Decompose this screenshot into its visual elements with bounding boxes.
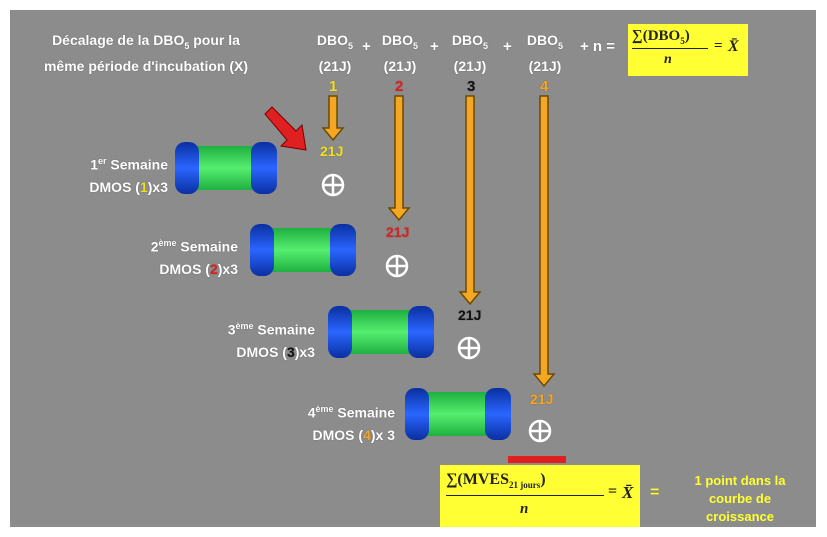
incubation-label-1: 21J xyxy=(320,143,344,159)
cylinder-icon xyxy=(250,224,356,276)
crossed-circle-icon xyxy=(385,254,409,278)
result-equals-sign: = xyxy=(650,484,660,501)
column-number-2: 2 xyxy=(395,78,404,95)
cylinder-icon xyxy=(328,306,434,358)
plus-n-equals-operator: + n = xyxy=(580,38,616,55)
column-number-3: 3 xyxy=(467,78,476,95)
down-arrow-icon xyxy=(387,95,411,222)
dbo-column-header-4: DBO5 (21J) xyxy=(526,32,564,74)
incubation-label-4: 21J xyxy=(530,391,554,407)
down-arrow-icon xyxy=(321,95,345,142)
red-bar-marker xyxy=(508,456,566,463)
down-arrow-icon xyxy=(532,95,556,388)
plus-operator-1: + xyxy=(362,38,371,55)
column-number-1: 1 xyxy=(329,78,338,95)
week-4-label: 4ème Semaine DMOS (4)x 3 xyxy=(307,404,395,443)
result-text: 1 point dans la courbe de croissance xyxy=(694,473,786,524)
mean-dbo-formula: ∑(DBO5) n = X̄ xyxy=(628,24,748,76)
red-pointer-arrow-icon xyxy=(264,106,307,151)
cylinder-icon xyxy=(175,142,277,194)
crossed-circle-icon xyxy=(457,336,481,360)
plus-operator-2: + xyxy=(430,38,439,55)
plus-operator-3: + xyxy=(503,38,512,55)
crossed-circle-icon xyxy=(321,173,345,197)
dbo-column-header-2: DBO5 (21J) xyxy=(381,32,419,74)
down-arrow-icon xyxy=(458,95,482,306)
week-3-label: 3ème Semaine DMOS (3)x3 xyxy=(227,321,315,360)
incubation-label-3: 21J xyxy=(458,307,482,323)
diagram-slide: Décalage de la DBO5 pour la même période… xyxy=(10,10,816,527)
mean-mves-formula: ∑(MVES21 jours) n = X̄ xyxy=(440,465,640,527)
week-1-label: 1er Semaine DMOS (1)x3 xyxy=(89,156,168,195)
column-number-4: 4 xyxy=(540,78,549,95)
diagram-graphics xyxy=(175,95,566,463)
incubation-label-2: 21J xyxy=(386,224,410,240)
header-left-label: Décalage de la DBO5 pour la même période… xyxy=(43,32,249,74)
cylinder-icon xyxy=(405,388,511,440)
dbo-column-header-3: DBO5 (21J) xyxy=(451,32,489,74)
week-2-label: 2ème Semaine DMOS (2)x3 xyxy=(150,238,238,277)
dbo-column-header-1: DBO5 (21J) xyxy=(316,32,354,74)
crossed-circle-icon xyxy=(528,419,552,443)
